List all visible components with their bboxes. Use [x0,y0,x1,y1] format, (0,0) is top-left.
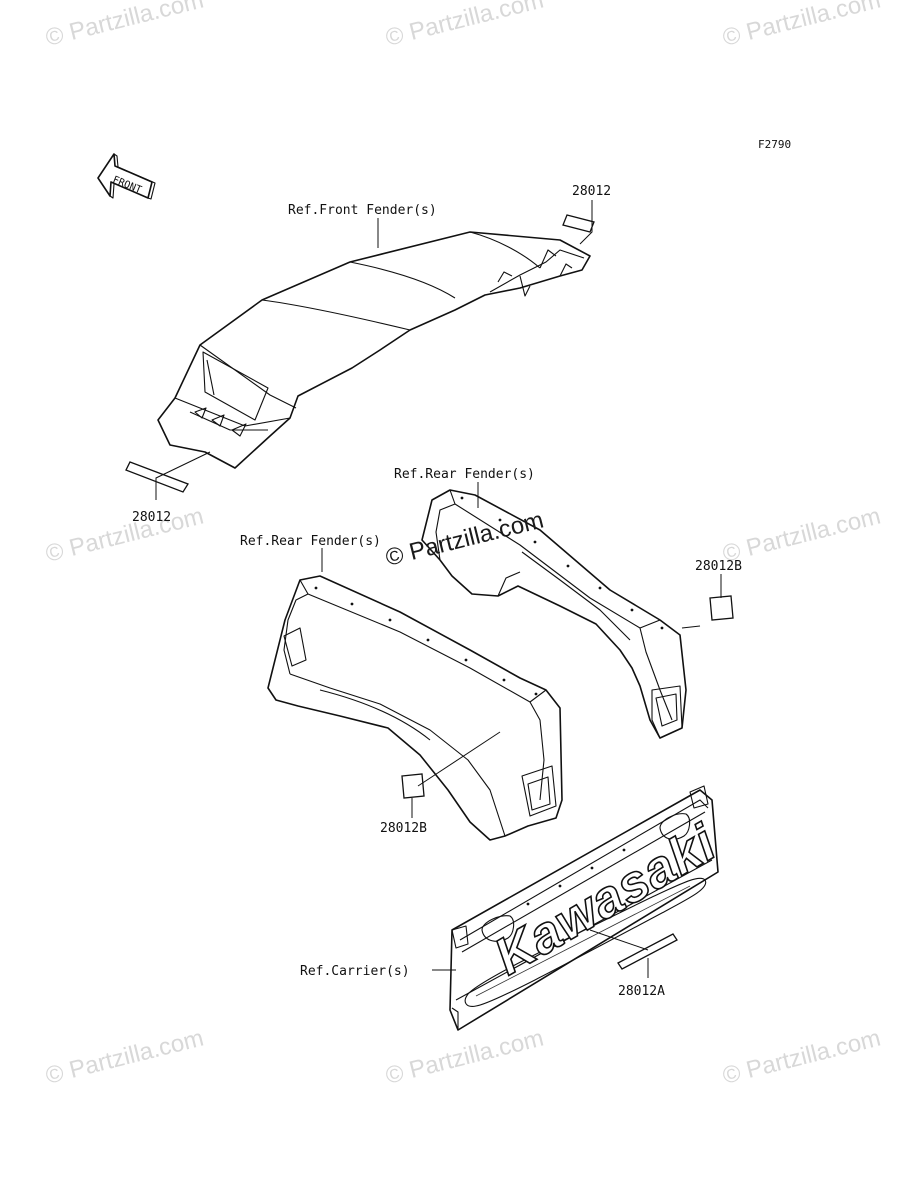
decal-28012a [617,933,678,970]
watermark: © Partzilla.com [720,0,883,52]
decal-28012b-left [401,773,425,799]
watermark: © Partzilla.com [383,1025,546,1090]
watermark: © Partzilla.com [383,0,546,52]
decal-28012-top [562,214,595,233]
decal-28012b-right [709,595,734,621]
callout-labels: Ref.Front Fender(s) 28012 28012 Ref.Rear… [132,184,742,999]
watermark: © Partzilla.com [43,0,206,52]
rear-fender-right [421,489,687,739]
label-28012-top: 28012 [572,184,611,199]
label-rear-fender-left: Ref.Rear Fender(s) [240,534,381,549]
front-arrow-icon: FRONT [97,153,156,200]
rear-fender-left [267,575,563,841]
leader-lines [155,200,722,978]
figure-code: F2790 [758,138,791,151]
label-rear-fender-right: Ref.Rear Fender(s) [394,467,535,482]
label-28012b-right: 28012B [695,559,742,574]
label-28012b-left: 28012B [380,821,427,836]
front-fender [157,231,591,469]
watermark: © Partzilla.com [720,1025,883,1090]
label-28012a: 28012A [618,984,665,999]
watermark: © Partzilla.com [43,1025,206,1090]
label-front-fender: Ref.Front Fender(s) [288,203,437,218]
watermark: © Partzilla.com [720,503,883,568]
label-carrier: Ref.Carrier(s) [300,964,410,979]
label-28012-left: 28012 [132,510,171,525]
watermark: © Partzilla.com [43,503,206,568]
